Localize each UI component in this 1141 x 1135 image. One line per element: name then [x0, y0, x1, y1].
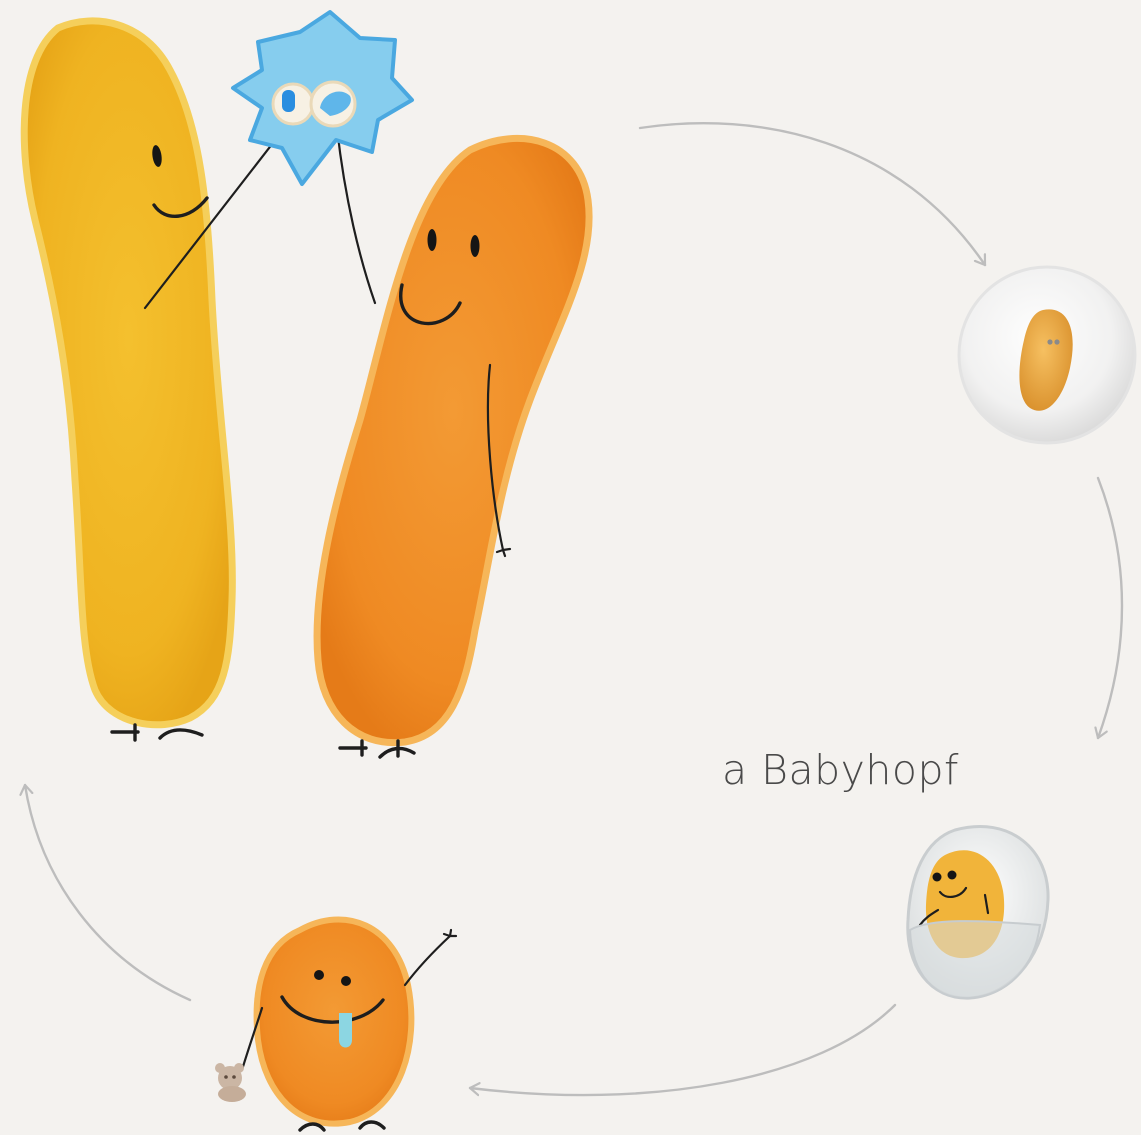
yellow-cell-body — [24, 21, 232, 725]
spore-eye-left — [1047, 339, 1052, 344]
egg-baby-eye-left — [933, 873, 942, 882]
hatching-egg — [908, 826, 1048, 998]
arrow-spore-to-caption — [1098, 478, 1122, 738]
baby-cell-arm-wave — [405, 936, 450, 985]
orange-cell-eye-left — [428, 229, 437, 251]
baby-cell-eye-right — [341, 976, 351, 986]
yellow-adult-cell — [24, 21, 289, 740]
baby-cell-eye-left — [314, 970, 324, 980]
arrow-top-to-spore — [640, 123, 985, 265]
orange-cell-eye-right — [471, 235, 480, 257]
arrow-egg-to-baby — [470, 1005, 895, 1095]
arrow-baby-to-adults — [25, 785, 190, 1000]
baby-cell — [242, 919, 456, 1130]
orange-cell-body — [317, 138, 589, 742]
spore-eye-right — [1054, 339, 1059, 344]
teddy-bear-icon — [215, 1063, 246, 1102]
plasmid-left — [282, 90, 295, 112]
orange-cell-arm-up — [337, 128, 375, 303]
egg-shell-front — [910, 921, 1040, 998]
spore-bubble — [959, 267, 1135, 443]
baby-cell-drool — [339, 1013, 352, 1048]
orange-adult-cell — [317, 121, 589, 757]
babyhopf-caption: a Babyhopf — [722, 746, 959, 794]
egg-baby-eye-right — [948, 871, 957, 880]
